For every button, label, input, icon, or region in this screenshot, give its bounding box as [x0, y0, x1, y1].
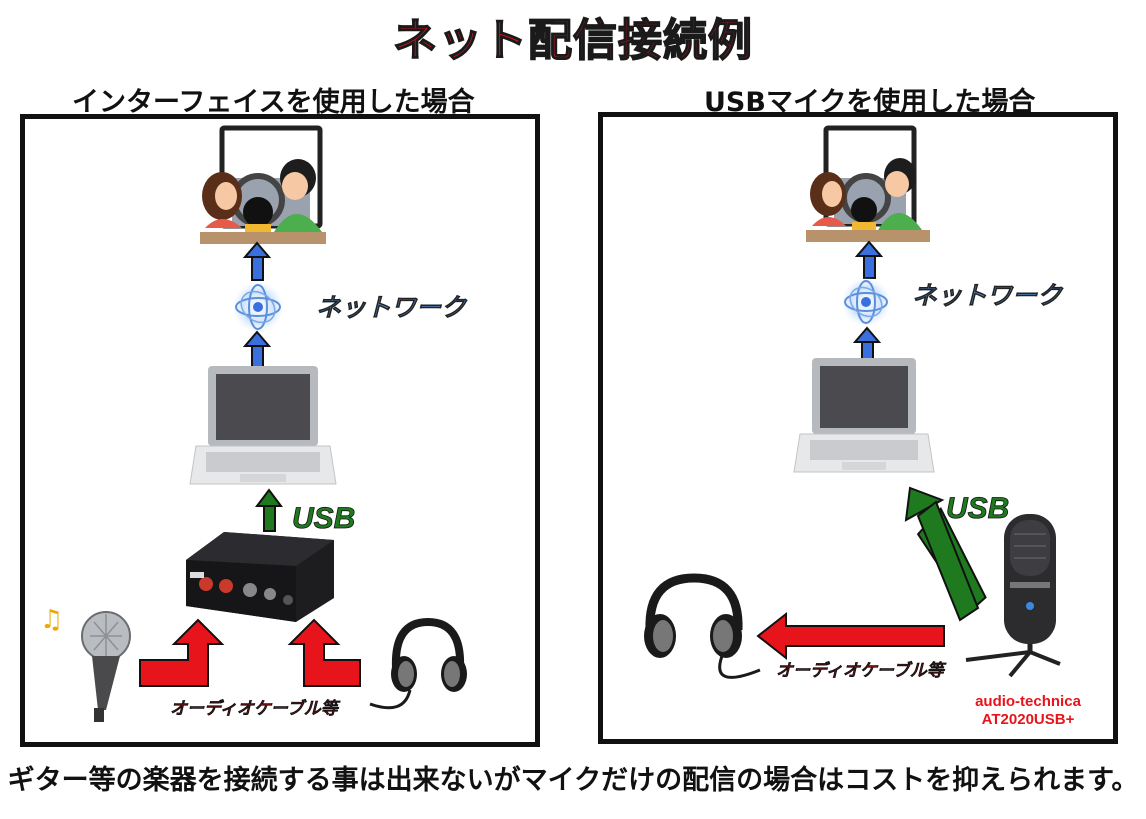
usb-microphone-icon — [965, 514, 1061, 678]
cable-label: オーディオケーブル等 — [170, 699, 341, 718]
arrow-up-icon — [854, 240, 884, 279]
network-icon — [841, 277, 891, 327]
arrow-up-icon — [852, 326, 882, 365]
usb-arrow-icon — [255, 488, 283, 532]
cable-arrow-right-icon — [287, 618, 361, 687]
usb-arrow-icon — [904, 486, 987, 622]
cable-arrow-left-icon — [756, 611, 945, 661]
left-panel-heading: インターフェイスを使用した場合 — [72, 87, 475, 118]
microphone-icon — [81, 611, 131, 722]
network-label: ネットワーク — [316, 294, 468, 322]
arrow-up-icon — [242, 330, 272, 369]
arrow-up-icon — [242, 241, 272, 281]
network-label: ネットワーク — [912, 282, 1064, 310]
mic-brand-label: audio-technica — [975, 693, 1082, 710]
laptop-icon — [189, 366, 337, 485]
cable-label: オーディオケーブル等 — [776, 661, 947, 680]
laptop-icon — [793, 358, 935, 473]
music-note-icon: ♫ — [40, 605, 63, 635]
network-icon — [232, 281, 284, 333]
cable-arrow-left-icon — [139, 618, 225, 687]
footer-note: ギター等の楽器を接続する事は出来ないがマイクだけの配信の場合はコストを抑えられま… — [7, 765, 1139, 796]
headphones-icon — [369, 617, 467, 710]
viewers-monitor-icon — [200, 125, 326, 244]
headphones-icon — [644, 573, 761, 679]
page-title: ネット配信接続例 — [392, 14, 753, 67]
usb-label: USB — [946, 492, 1009, 525]
mic-model-label: AT2020USB+ — [982, 711, 1075, 728]
viewers-monitor-icon — [806, 125, 930, 242]
usb-label: USB — [292, 502, 355, 535]
audio-interface-icon — [186, 532, 334, 622]
